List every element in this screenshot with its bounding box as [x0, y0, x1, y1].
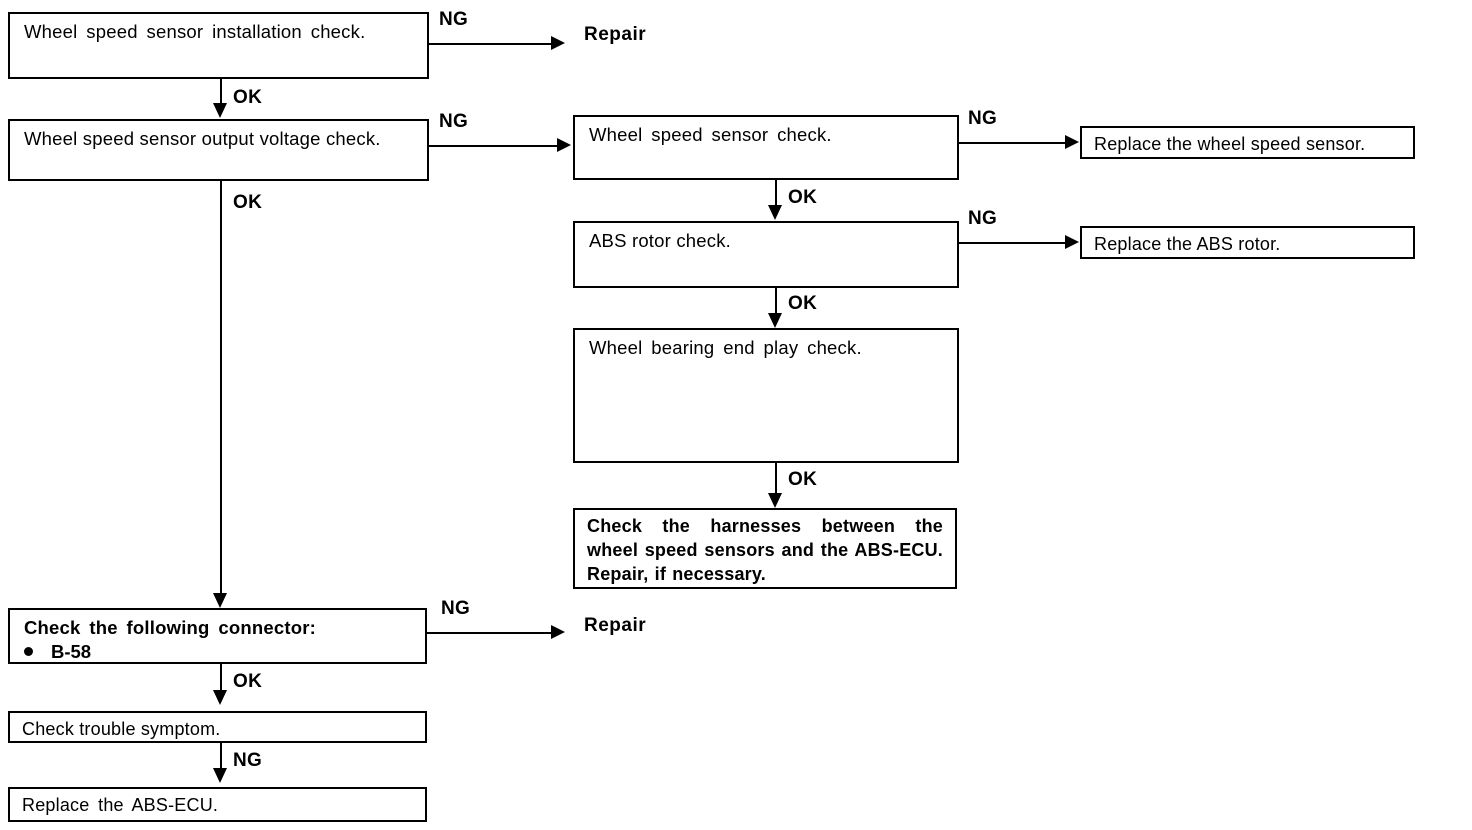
edge-ng-output-voltage-line: [429, 145, 558, 147]
edge-ng-installation-line: [429, 43, 552, 45]
terminal-repair-bottom: Repair: [584, 615, 647, 636]
edge-ok-sensor-check-line: [775, 180, 777, 206]
edge-ng-trouble-symptom-arrow: [213, 768, 227, 783]
node-check-harnesses[interactable]: Check the harnesses between the wheel sp…: [573, 508, 957, 589]
edge-ng-connector-line: [427, 632, 552, 634]
edge-ng-trouble-symptom-line: [220, 743, 222, 769]
edge-ng-connector-arrow: [551, 625, 565, 639]
node-wheel-speed-sensor-output-voltage-check[interactable]: Wheel speed sensor output voltage check.: [8, 119, 429, 181]
edge-ng-rotor-check-arrow: [1065, 235, 1079, 249]
edge-ok-rotor-check-line: [775, 288, 777, 314]
edge-ok-installation-line: [220, 79, 222, 104]
edge-ng-output-voltage-arrow: [557, 138, 571, 152]
node-label: Wheel speed sensor output voltage check.: [24, 128, 381, 149]
edge-label-ok-installation: OK: [233, 87, 263, 108]
edge-label-ok-rotor-check: OK: [788, 293, 818, 314]
node-label: Replace the ABS-ECU.: [22, 795, 219, 815]
bullet-icon: [24, 647, 33, 656]
edge-label-ng-trouble-symptom: NG: [233, 750, 263, 771]
edge-ok-bearing-check-line: [775, 463, 777, 494]
edge-label-ng-sensor-check: NG: [968, 108, 998, 129]
edge-label-ng-output-voltage: NG: [439, 111, 469, 132]
node-label: Replace the wheel speed sensor.: [1094, 134, 1366, 154]
connector-list-item: B-58: [24, 640, 91, 664]
node-wheel-speed-sensor-installation-check[interactable]: Wheel speed sensor installation check.: [8, 12, 429, 79]
node-label: Wheel speed sensor installation check.: [24, 21, 366, 42]
node-abs-rotor-check[interactable]: ABS rotor check.: [573, 221, 959, 288]
node-replace-abs-ecu[interactable]: Replace the ABS-ECU.: [8, 787, 427, 822]
node-wheel-bearing-end-play-check[interactable]: Wheel bearing end play check.: [573, 328, 959, 463]
node-label: ABS rotor check.: [589, 230, 732, 251]
edge-label-ng-rotor-check: NG: [968, 208, 998, 229]
node-label: Check the harnesses between the wheel sp…: [587, 516, 943, 584]
edge-ok-sensor-check-arrow: [768, 205, 782, 220]
node-label: Wheel bearing end play check.: [589, 337, 862, 358]
edge-ok-rotor-check-arrow: [768, 313, 782, 328]
node-check-trouble-symptom[interactable]: Check trouble symptom.: [8, 711, 427, 743]
node-label: Replace the ABS rotor.: [1094, 234, 1281, 254]
node-replace-wheel-speed-sensor[interactable]: Replace the wheel speed sensor.: [1080, 126, 1415, 159]
edge-ng-sensor-check-line: [959, 142, 1066, 144]
edge-ok-installation-arrow: [213, 103, 227, 118]
node-replace-abs-rotor[interactable]: Replace the ABS rotor.: [1080, 226, 1415, 259]
node-wheel-speed-sensor-check[interactable]: Wheel speed sensor check.: [573, 115, 959, 180]
edge-ok-output-voltage-line: [220, 181, 222, 594]
edge-label-ng-installation: NG: [439, 9, 469, 30]
terminal-repair-top: Repair: [584, 24, 647, 45]
node-label: Check the following connector:: [24, 617, 316, 638]
edge-ok-connector-arrow: [213, 690, 227, 705]
edge-ok-connector-line: [220, 664, 222, 691]
node-label: Check trouble symptom.: [22, 719, 221, 739]
edge-label-ok-connector: OK: [233, 671, 263, 692]
connector-id: B-58: [51, 641, 92, 662]
edge-label-ok-output-voltage: OK: [233, 192, 263, 213]
edge-ok-bearing-check-arrow: [768, 493, 782, 508]
edge-label-ok-bearing-check: OK: [788, 469, 818, 490]
node-label: Wheel speed sensor check.: [589, 124, 832, 145]
edge-ng-rotor-check-line: [959, 242, 1066, 244]
edge-ng-installation-arrow: [551, 36, 565, 50]
edge-ng-sensor-check-arrow: [1065, 135, 1079, 149]
edge-label-ok-sensor-check: OK: [788, 187, 818, 208]
edge-ok-output-voltage-arrow: [213, 593, 227, 608]
edge-label-ng-connector: NG: [441, 598, 471, 619]
node-check-following-connector[interactable]: Check the following connector: B-58: [8, 608, 427, 664]
